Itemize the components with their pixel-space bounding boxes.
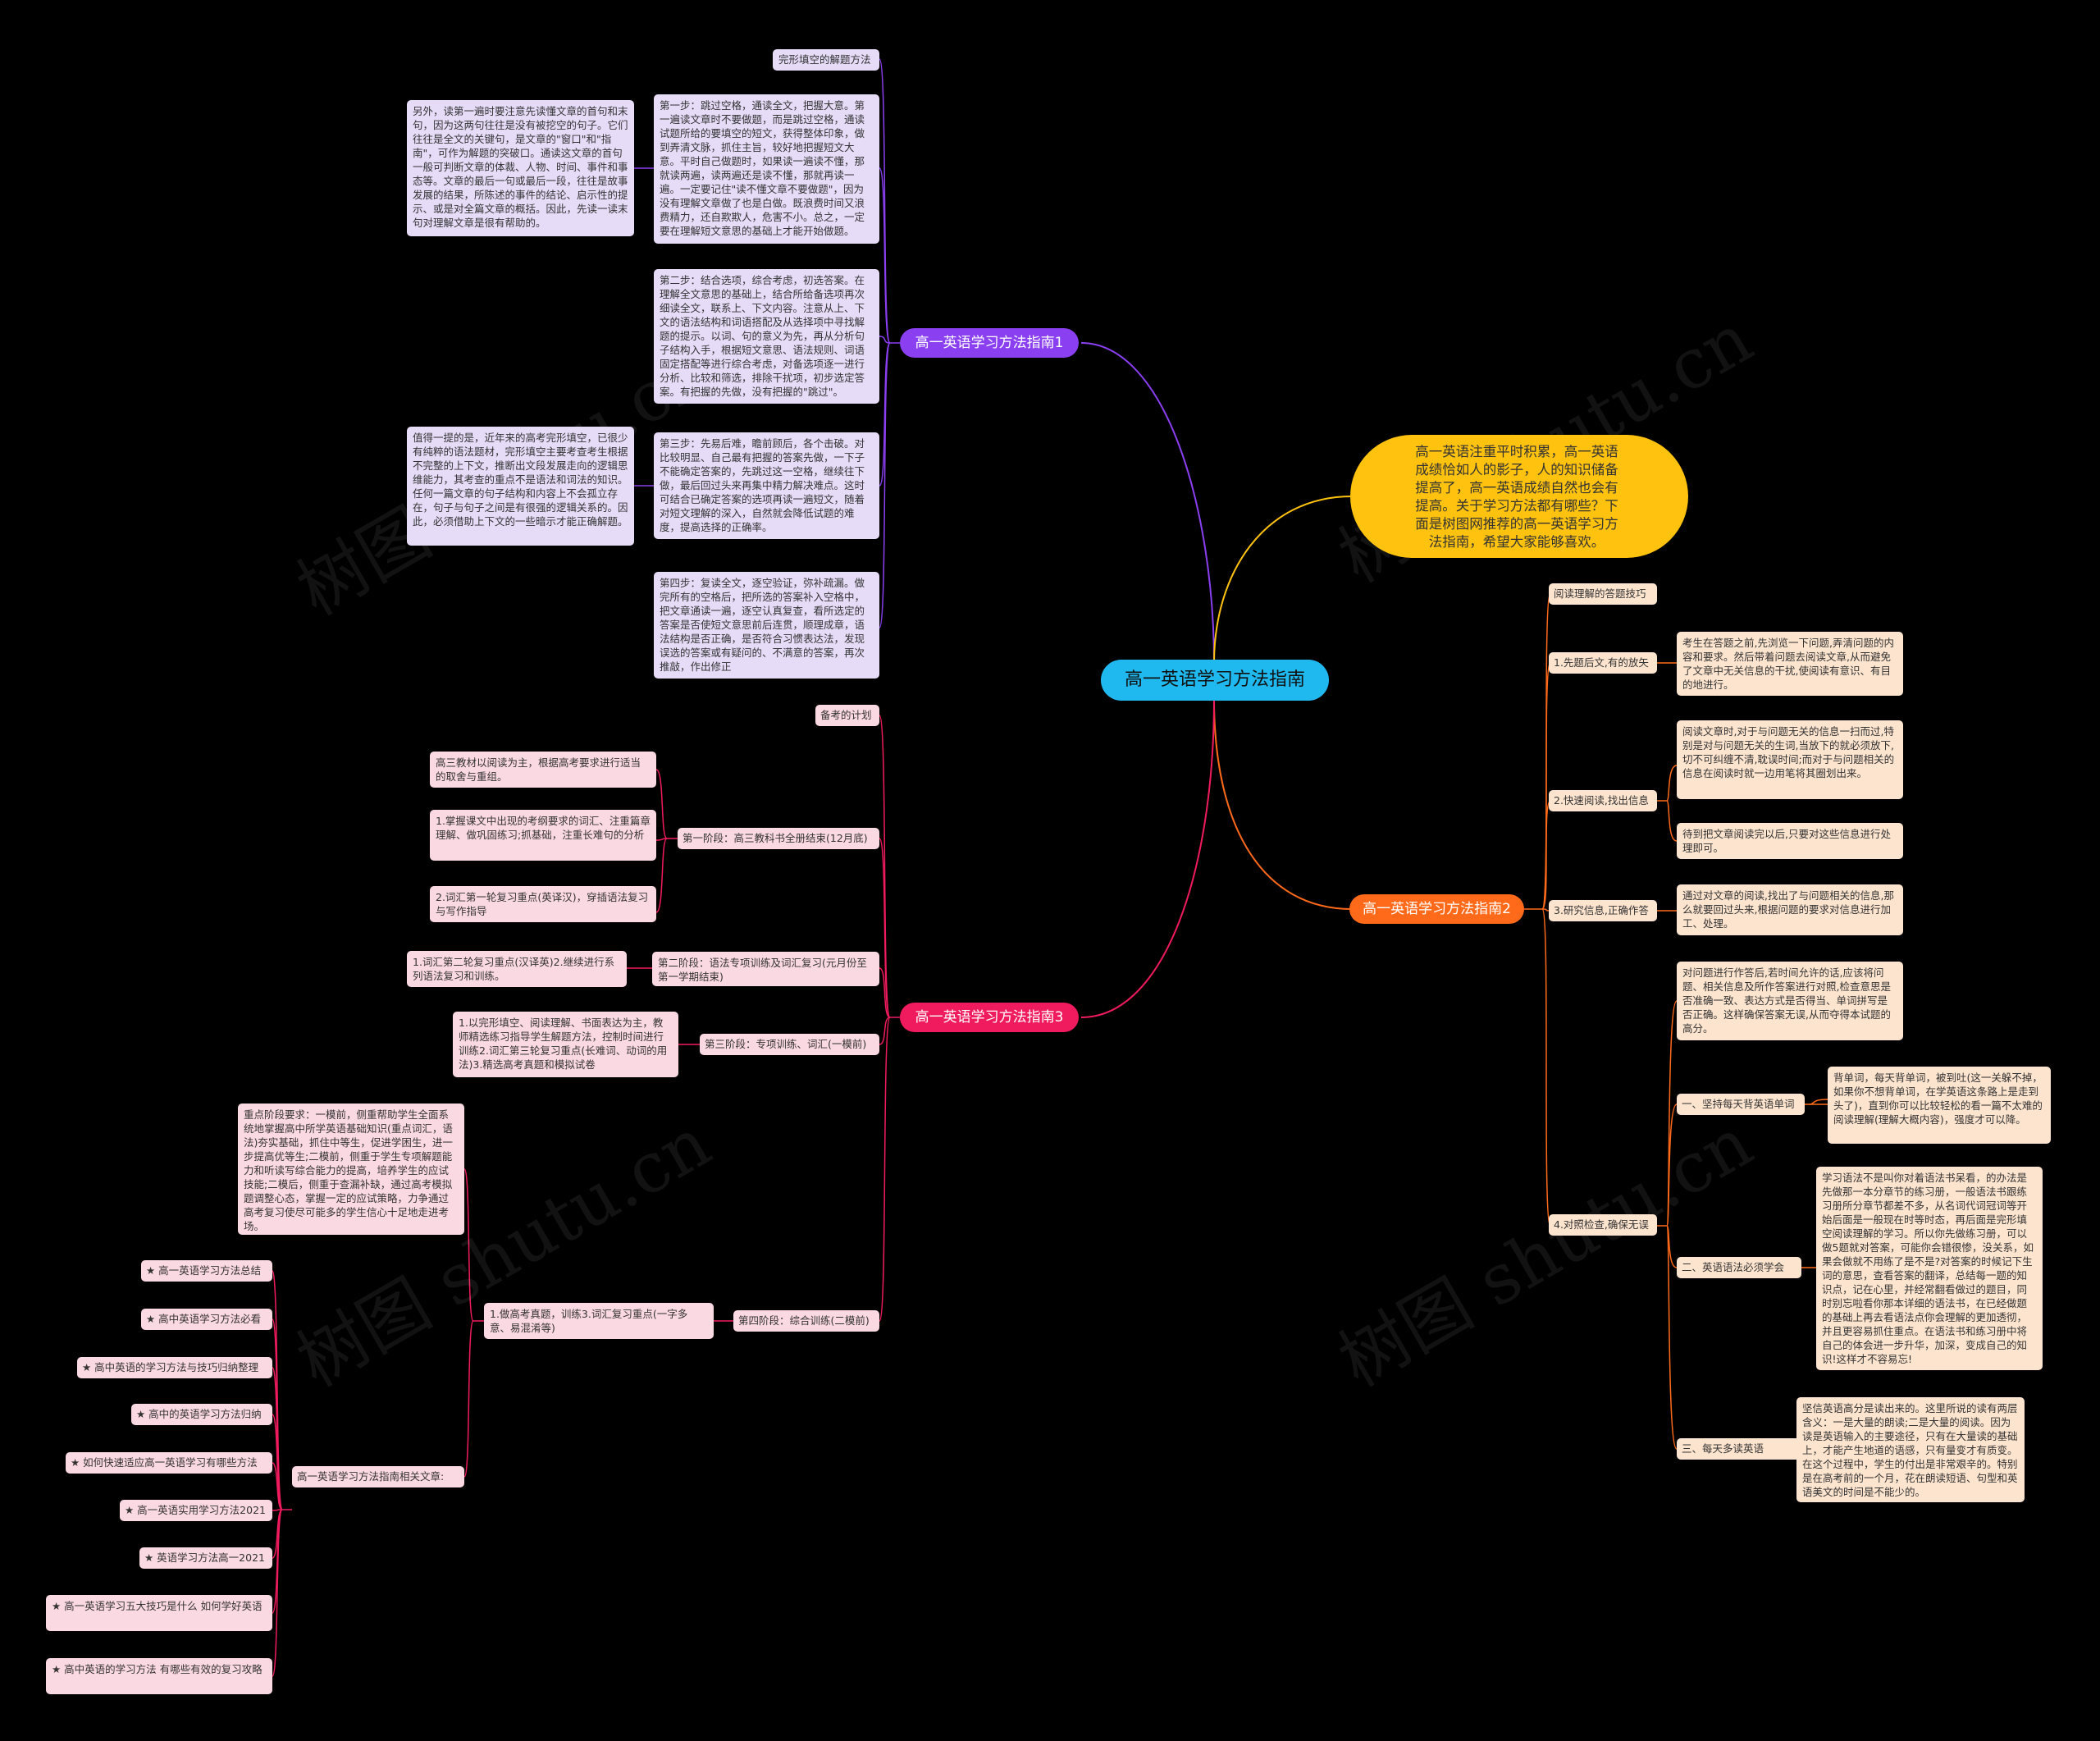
branch3-phase4-detail[interactable]: 重点阶段要求：一模前，侧重帮助学生全面系统地掌握高中所学英语基础知识(重点词汇，… xyxy=(238,1104,464,1235)
branch1-step4[interactable]: 第四步：复读全文，逐空验证，弥补疏漏。做完所有的空格后，把所选的答案补入空格中，… xyxy=(654,572,879,679)
branch2-sub3-detail[interactable]: 坚信英语高分是读出来的。这里所说的读有两层含义：一是大量的朗读;二是大量的阅读。… xyxy=(1796,1397,2025,1502)
related-article-link[interactable]: ★ 高一英语学习五大技巧是什么 如何学好英语 xyxy=(46,1595,272,1631)
branch1-step1-note[interactable]: 另外，读第一遍时要注意先读懂文章的首句和末句，因为这两句往往是没有被挖空的句子。… xyxy=(407,100,634,236)
branch2-sub2[interactable]: 二、英语语法必须学会 xyxy=(1677,1257,1801,1278)
branch2-item4-detail[interactable]: 对问题进行作答后,若时间允许的话,应该将问题、相关信息及所作答案进行对照,检查意… xyxy=(1677,962,1903,1040)
related-article-link[interactable]: ★ 高一英语学习方法总结 xyxy=(141,1260,272,1282)
related-article-link[interactable]: ★ 高中英语的学习方法与技巧归纳整理 xyxy=(77,1357,272,1378)
branch1-step3-note[interactable]: 值得一提的是，近年来的高考完形填空，已很少有纯粹的语法题材，完形填空主要考查考生… xyxy=(407,427,634,546)
branch3-phase4[interactable]: 第四阶段：综合训练(二模前) xyxy=(733,1310,879,1332)
branch2-sub1-detail[interactable]: 背单词，每天背单词，被到吐(这一关躲不掉，如果你不想背单词，在学英语这条路上是走… xyxy=(1828,1067,2051,1144)
link-center-b3 xyxy=(1080,698,1215,1018)
branch2-sub2-detail[interactable]: 学习语法不是叫你对着语法书呆看，的办法是先做那一本分章节的练习册，一般语法书跟练… xyxy=(1816,1167,2043,1370)
branch2-title-leaf[interactable]: 阅读理解的答题技巧 xyxy=(1549,583,1657,605)
related-article-link[interactable]: ★ 高一英语实用学习方法2021 xyxy=(120,1500,272,1521)
branch2-item4[interactable]: 4.对照检查,确保无误 xyxy=(1549,1214,1657,1236)
link-center-b2 xyxy=(1213,698,1353,910)
branch2-item3-detail[interactable]: 通过对文章的阅读,找出了与问题相关的信息,那么就要回过头来,根据问题的要求对信息… xyxy=(1677,884,1903,935)
branch2-item1-detail[interactable]: 考生在答题之前,先浏览一下问题,弄清问题的内容和要求。然后带着问题去阅读文章,从… xyxy=(1677,632,1903,696)
branch1-step2[interactable]: 第二步：结合选项，综合考虑，初选答案。在理解全文意思的基础上，结合所给备选项再次… xyxy=(654,269,879,404)
link-center-b1 xyxy=(1080,342,1215,664)
branch3-title-leaf[interactable]: 备考的计划 xyxy=(815,705,879,726)
branch2-sub3[interactable]: 三、每天多读英语 xyxy=(1677,1438,1805,1460)
branch2-item3[interactable]: 3.研究信息,正确作答 xyxy=(1549,900,1657,921)
branch3-phase2[interactable]: 第二阶段：语法专项训练及词汇复习(元月份至第一学期结束) xyxy=(652,952,879,986)
branch2-item2[interactable]: 2.快速阅读,找出信息 xyxy=(1549,790,1657,811)
related-article-link[interactable]: ★ 高中的英语学习方法归纳 xyxy=(131,1404,272,1425)
branch2-sub1[interactable]: 一、坚持每天背英语单词 xyxy=(1677,1094,1805,1115)
branch2-item2-detail-a[interactable]: 阅读文章时,对于与问题无关的信息一扫而过,特别是对与问题无关的生词,当放下的就必… xyxy=(1677,720,1903,799)
link-center-intro xyxy=(1213,496,1353,664)
center-topic[interactable]: 高一英语学习方法指南 xyxy=(1101,660,1329,701)
related-article-link[interactable]: ★ 高中英语学习方法必看 xyxy=(141,1309,272,1330)
branch1-step3[interactable]: 第三步：先易后难，瞻前顾后，各个击破。对比较明显、自己最有把握的答案先做，一下子… xyxy=(654,432,879,539)
branch3-phase2-detail[interactable]: 1.词汇第二轮复习重点(汉译英)2.继续进行系列语法复习和训练。 xyxy=(407,951,627,987)
intro-node[interactable]: 高一英语注重平时积累，高一英语成绩恰如人的影子，人的知识储备提高了，高一英语成绩… xyxy=(1350,435,1688,558)
branch1-step1[interactable]: 第一步：跳过空格，通读全文，把握大意。第一遍读文章时不要做题，而是跳过空格，通读… xyxy=(654,94,879,244)
branch2-item2-detail-b[interactable]: 待到把文章阅读完以后,只要对这些信息进行处理即可。 xyxy=(1677,823,1903,859)
related-articles-label[interactable]: 高一英语学习方法指南相关文章: xyxy=(292,1466,464,1487)
branch3-phase1-item[interactable]: 2.词汇第一轮复习重点(英译汉)，穿插语法复习与写作指导 xyxy=(430,886,656,922)
branch3-phase3[interactable]: 第三阶段：专项训练、词汇(一模前) xyxy=(700,1034,879,1055)
branch-1[interactable]: 高一英语学习方法指南1 xyxy=(900,328,1079,358)
branch3-phase4-sub[interactable]: 1.做高考真题，训练3.词汇复习重点(一字多意、易混淆等) xyxy=(484,1303,714,1339)
related-article-link[interactable]: ★ 如何快速适应高一英语学习有哪些方法 xyxy=(66,1452,272,1474)
branch-2[interactable]: 高一英语学习方法指南2 xyxy=(1349,894,1524,924)
branch1-title-leaf[interactable]: 完形填空的解题方法 xyxy=(773,49,879,71)
related-article-link[interactable]: ★ 高中英语的学习方法 有哪些有效的复习攻略 xyxy=(46,1658,272,1694)
related-article-link[interactable]: ★ 英语学习方法高一2021 xyxy=(139,1547,272,1569)
branch-3[interactable]: 高一英语学习方法指南3 xyxy=(900,1003,1079,1032)
branch2-item1[interactable]: 1.先题后文,有的放矢 xyxy=(1549,652,1657,674)
branch3-phase1[interactable]: 第一阶段：高三教科书全册结束(12月底) xyxy=(678,828,879,849)
branch3-phase1-item[interactable]: 高三教材以阅读为主，根据高考要求进行适当的取舍与重组。 xyxy=(430,752,656,788)
branch3-phase3-detail[interactable]: 1.以完形填空、阅读理解、书面表达为主，教师精选练习指导学生解题方法，控制时间进… xyxy=(453,1012,678,1077)
branch3-phase1-item[interactable]: 1.掌握课文中出现的考纲要求的词汇、注重篇章理解、做巩固练习;抓基础，注重长难句… xyxy=(430,810,656,861)
